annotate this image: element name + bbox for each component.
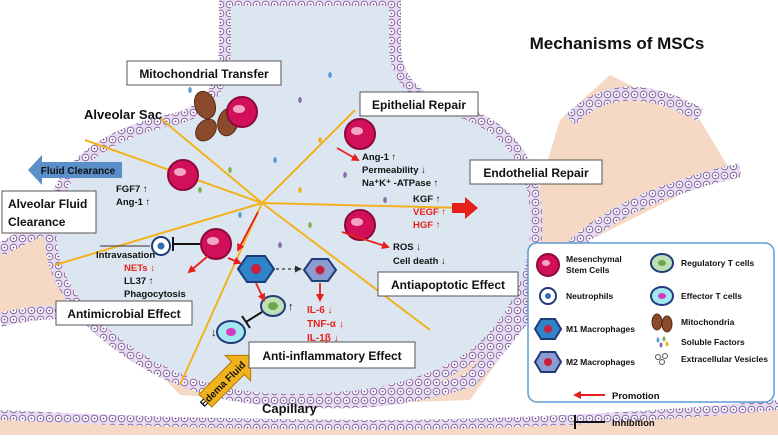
- factor-ang1-fluid: Ang-1 ↑: [116, 197, 150, 208]
- msc-cell: [167, 159, 199, 191]
- legend-teff-label: Effector T cells: [681, 291, 742, 301]
- legend-msc-label-1: Mesenchymal: [566, 254, 622, 264]
- factor-hgf: HGF ↑: [413, 220, 440, 231]
- antiapoptotic-effect-box: Antiapoptotic Effect: [377, 271, 519, 297]
- factor-phagocytosis: Phagocytosis: [124, 289, 186, 300]
- endothelial-repair-box: Endothelial Repair: [469, 159, 603, 185]
- msc-to-m1-arrow: [227, 257, 242, 265]
- capillary-label: Capillary: [262, 401, 318, 416]
- legend-ev-label: Extracellular Vesicles: [681, 354, 768, 364]
- svg-text:Alveolar Fluid: Alveolar Fluid: [8, 197, 87, 211]
- factor-ros: ROS ↓: [393, 242, 421, 253]
- endothelial-factors: KGF ↑ VEGF ↑ HGF ↑: [413, 194, 446, 231]
- antimicrobial-effect-box: Antimicrobial Effect: [55, 300, 193, 326]
- svg-text:Antimicrobial Effect: Antimicrobial Effect: [67, 307, 180, 321]
- inhibition-key-symbol: [574, 415, 605, 429]
- msc-cell: [200, 228, 232, 260]
- factor-vegf: VEGF ↑: [413, 207, 446, 218]
- svg-text:Mitochondrial Transfer: Mitochondrial Transfer: [139, 67, 269, 81]
- inhibition-key-label: Inhibition: [612, 418, 655, 429]
- legend-neutrophils-label: Neutrophils: [566, 291, 613, 301]
- effector-t-cell: [216, 320, 246, 344]
- promotion-arrows: [187, 147, 390, 302]
- legend-m2-icon: [533, 351, 563, 373]
- factor-nets: NETs ↓: [124, 263, 155, 274]
- legend-treg-label: Regulatory T cells: [681, 258, 754, 268]
- svg-text:Antiapoptotic Effect: Antiapoptotic Effect: [391, 278, 505, 292]
- svg-text:Clearance: Clearance: [8, 215, 66, 229]
- svg-text:Endothelial Repair: Endothelial Repair: [483, 166, 589, 180]
- anti-inflammatory-effect-box: Anti-inflammatory Effect: [248, 341, 416, 369]
- m1-macrophage-cell: [236, 255, 276, 283]
- legend-treg-icon: [650, 253, 674, 273]
- inflammatory-factors: IL-6 ↓ TNF-α ↓ IL-1β ↓: [307, 305, 344, 344]
- legend-m1-icon: [533, 318, 563, 340]
- factor-tnfa: TNF-α ↓: [307, 319, 344, 330]
- msc-cell: [344, 209, 376, 241]
- legend-neutrophil-icon: [539, 287, 557, 305]
- inhibition-markers: [172, 237, 263, 329]
- alveolar-fluid-clearance-box: Alveolar Fluid Clearance: [1, 190, 97, 234]
- endothelial-red-arrow: [452, 197, 478, 219]
- antiapoptotic-factors: ROS ↓ Cell death ↓: [393, 242, 446, 267]
- antimicrobial-factors: Intravasation NETs ↓ LL37 ↑ Phagocytosis: [96, 250, 186, 300]
- epithelial-factors: Ang-1 ↑ Permeability ↓ Na⁺K⁺ -ATPase ↑: [362, 152, 438, 189]
- svg-text:Epithelial Repair: Epithelial Repair: [372, 98, 466, 112]
- fluid-clearance-arrow[interactable]: [28, 155, 122, 185]
- legend-m1-label: M1 Macrophages: [566, 324, 635, 334]
- factor-il6: IL-6 ↓: [307, 305, 333, 316]
- legend-mito-icon: [651, 313, 673, 333]
- factor-ang1: Ang-1 ↑: [362, 152, 396, 163]
- msc-cell: [226, 96, 258, 128]
- legend-teff-icon: [650, 286, 674, 306]
- factor-cell-death: Cell death ↓: [393, 256, 446, 267]
- svg-text:Anti-inflammatory Effect: Anti-inflammatory Effect: [262, 349, 401, 363]
- factor-intravasation: Intravasation: [96, 250, 155, 261]
- page-title: Mechanisms of MSCs: [530, 34, 705, 53]
- factor-il1b: IL-1β ↓: [307, 333, 339, 344]
- fluid-clearance-label: Fluid Clearance: [41, 166, 116, 177]
- legend-m2-label: M2 Macrophages: [566, 357, 635, 367]
- alveolar-sac-label: Alveolar Sac: [84, 107, 162, 122]
- legend: Mesenchymal Stem Cells Neutrophils M1 Ma…: [527, 242, 775, 403]
- promotion-key-label: Promotion: [612, 391, 660, 402]
- legend-soluble-label: Soluble Factors: [681, 337, 745, 347]
- epithelial-repair-box: Epithelial Repair: [359, 91, 479, 117]
- factor-permeability: Permeability ↓: [362, 165, 426, 176]
- fluid-factors: FGF7 ↑ Ang-1 ↑: [116, 184, 150, 208]
- msc-cell: [344, 118, 376, 150]
- legend-mito-label: Mitochondria: [681, 317, 735, 327]
- treg-cell: [260, 295, 286, 317]
- factor-na-k-atpase: Na⁺K⁺ -ATPase ↑: [362, 178, 438, 189]
- teff-down-arrow: ↓: [211, 327, 217, 339]
- legend-msc-label-2: Stem Cells: [566, 265, 610, 275]
- legend-soluble-icon: [656, 336, 669, 348]
- m2-macrophage-cell: [302, 258, 338, 282]
- factor-kgf: KGF ↑: [413, 194, 440, 205]
- neutrophil-cell: [151, 236, 171, 256]
- legend-msc-icon: [536, 253, 560, 277]
- factor-ll37: LL37 ↑: [124, 276, 154, 287]
- msc-cells: [167, 96, 376, 260]
- mitochondrial-transfer-box: Mitochondrial Transfer: [126, 60, 282, 86]
- factor-fgf7: FGF7 ↑: [116, 184, 148, 195]
- legend-ev-icon: [655, 353, 668, 365]
- treg-up-arrow: ↑: [288, 301, 294, 313]
